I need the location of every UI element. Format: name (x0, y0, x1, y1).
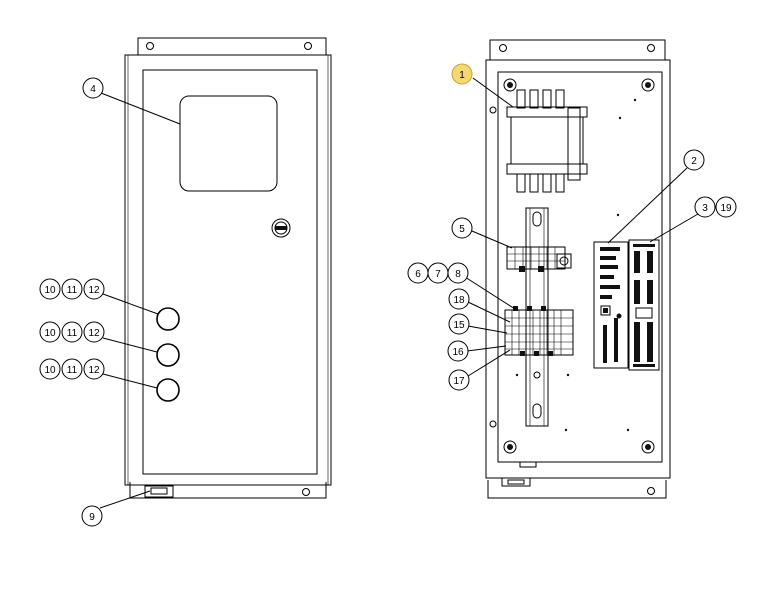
back-panel (497, 71, 663, 463)
front-top-left-hole (146, 42, 154, 50)
svg-text:19: 19 (720, 203, 732, 214)
svg-text:8: 8 (455, 269, 461, 280)
svg-text:9: 9 (89, 512, 95, 523)
pilot-light-3 (156, 378, 180, 402)
front-top-right-hole (304, 42, 312, 50)
svg-text:11: 11 (67, 285, 78, 296)
panel-screw-top-right (641, 78, 655, 92)
svg-text:10: 10 (44, 328, 56, 339)
interior-view (485, 39, 671, 499)
svg-text:4: 4 (90, 84, 96, 95)
svg-text:18: 18 (453, 295, 465, 306)
callout-11-row1: 11 (61, 278, 83, 300)
callout-11-row3: 11 (61, 358, 83, 380)
leader-lines (99, 77, 699, 509)
interior-bottom-mount-tab (487, 480, 667, 499)
svg-text:11: 11 (67, 328, 78, 339)
svg-text:10: 10 (44, 285, 56, 296)
callout-12-row3: 12 (83, 358, 105, 380)
callout-2: 2 (683, 149, 705, 171)
callout-16: 16 (447, 340, 469, 362)
hinge-pin-top (489, 106, 497, 114)
callout-1: 1 (451, 63, 473, 85)
transformer (506, 89, 588, 193)
svg-text:10: 10 (44, 365, 56, 376)
front-door-panel (142, 69, 318, 475)
callout-3: 3 (694, 196, 716, 218)
svg-text:3: 3 (702, 203, 708, 214)
svg-text:12: 12 (88, 328, 100, 339)
svg-text:12: 12 (88, 365, 100, 376)
callout-19: 19 (715, 196, 737, 218)
bottom-fitting (519, 461, 537, 468)
door-window (179, 95, 278, 192)
svg-text:16: 16 (452, 347, 464, 358)
callout-7: 7 (427, 262, 449, 284)
interior-top-right-hole (647, 44, 655, 52)
controller-board (593, 241, 629, 369)
front-view (124, 37, 332, 499)
callout-17: 17 (448, 369, 470, 391)
svg-text:2: 2 (691, 156, 697, 167)
callout-4: 4 (82, 77, 104, 99)
interior-top-left-hole (499, 44, 507, 52)
callout-10-row2: 10 (39, 321, 61, 343)
front-enclosure-outline (124, 54, 332, 486)
plc-module (628, 239, 660, 371)
pilot-light-2 (156, 343, 180, 367)
front-bottom-right-hole (302, 488, 310, 496)
hinge-pin-bottom (489, 420, 497, 428)
callout-12-row1: 12 (83, 278, 105, 300)
lower-terminal-blocks (504, 306, 574, 356)
interior-top-mount-tab (489, 39, 666, 60)
callout-18: 18 (448, 288, 470, 310)
callout-12-row2: 12 (83, 321, 105, 343)
interior-enclosure-outline (485, 59, 671, 479)
callout-8: 8 (447, 262, 469, 284)
interior-bottom-right-hole (647, 487, 655, 495)
panel-screw-top-left (503, 78, 517, 92)
front-top-mount-tab (137, 37, 327, 55)
callout-9: 9 (81, 505, 103, 527)
panel-screw-bottom-left (503, 440, 517, 454)
upper-terminal-blocks (506, 246, 572, 272)
svg-text:6: 6 (415, 269, 421, 280)
svg-text:5: 5 (459, 224, 465, 235)
svg-text:17: 17 (453, 376, 465, 387)
pilot-light-1 (156, 307, 180, 331)
svg-text:11: 11 (67, 365, 78, 376)
svg-text:1: 1 (459, 70, 465, 81)
svg-text:15: 15 (453, 320, 465, 331)
door-lock-icon (271, 218, 291, 238)
callout-10-row1: 10 (39, 278, 61, 300)
callout-6: 6 (407, 262, 429, 284)
panel-screw-bottom-right (641, 440, 655, 454)
svg-text:12: 12 (88, 285, 100, 296)
callout-5: 5 (451, 217, 473, 239)
din-rail (525, 207, 549, 427)
bottom-latch-interior (501, 477, 531, 487)
front-bottom-mount-tab (129, 482, 327, 499)
callout-11-row2: 11 (61, 321, 83, 343)
callout-15: 15 (448, 313, 470, 335)
door-bottom-latch (144, 485, 174, 498)
callout-10-row3: 10 (39, 358, 61, 380)
svg-text:7: 7 (435, 269, 441, 280)
